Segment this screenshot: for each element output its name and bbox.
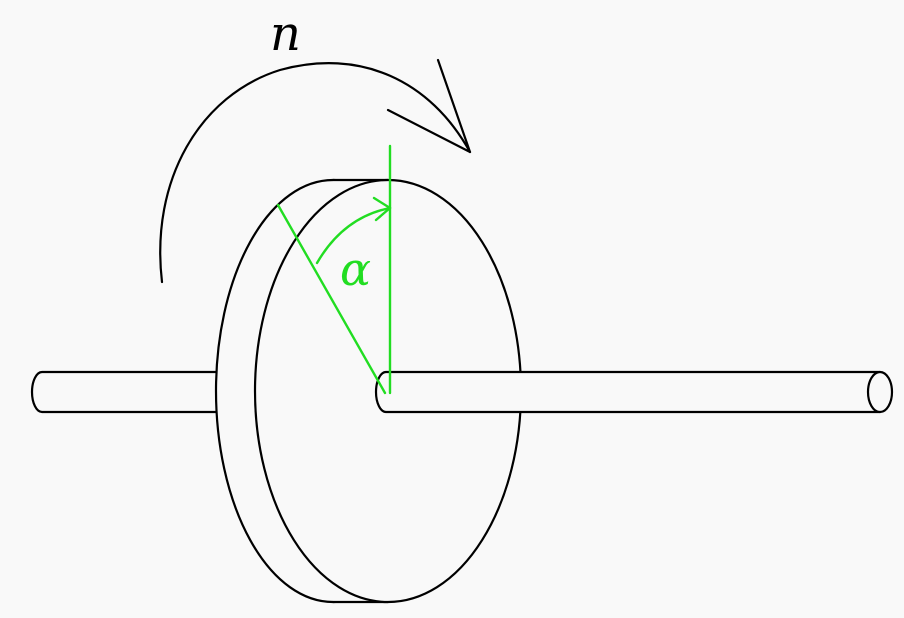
- right-shaft-body: [374, 370, 882, 414]
- left-shaft-body: [30, 370, 222, 414]
- left-shaft: [30, 370, 222, 414]
- angle-marker: [276, 144, 392, 395]
- rotation-label: n: [270, 6, 301, 62]
- angle-arc: [315, 206, 392, 265]
- angled-line: [276, 203, 387, 395]
- rotation-arrowhead: [386, 58, 472, 154]
- right-shaft-end: [866, 370, 894, 414]
- right-shaft: [374, 370, 894, 414]
- angle-label: α: [340, 242, 371, 296]
- rotation-arc: [159, 62, 472, 284]
- rotation-arrow: [159, 58, 472, 284]
- angle-arc-arrowhead: [372, 196, 392, 222]
